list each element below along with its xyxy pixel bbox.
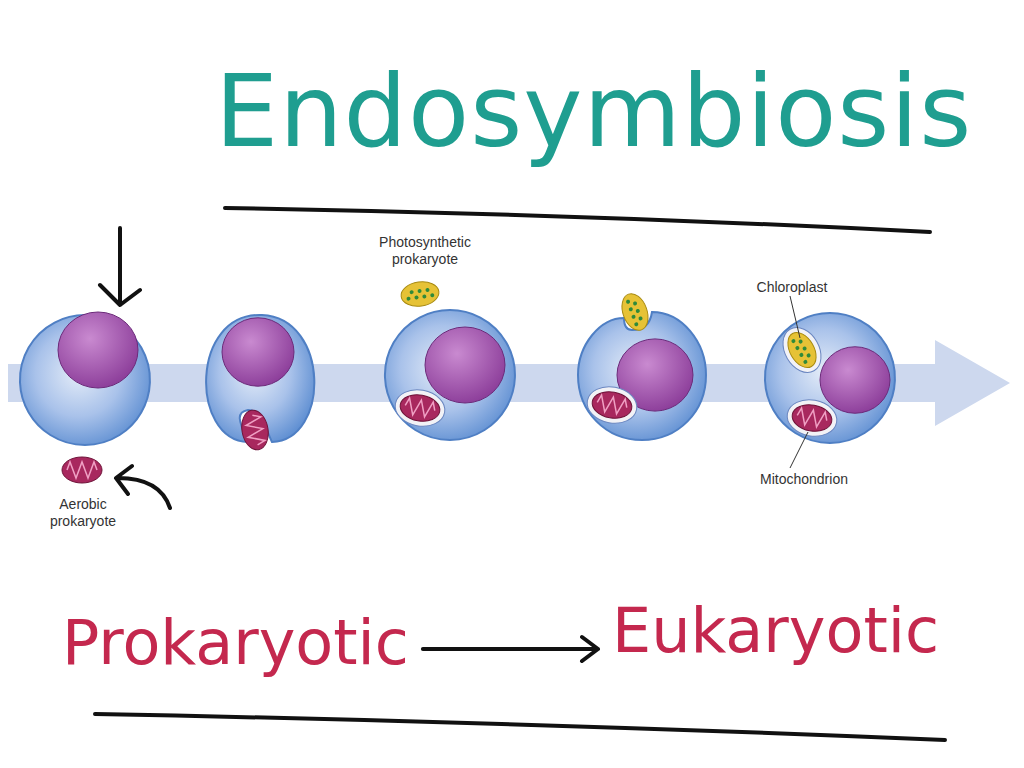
chloroplast — [400, 279, 441, 308]
nucleus — [425, 327, 505, 403]
bottom-underline — [95, 714, 945, 740]
leader-line — [790, 432, 808, 468]
part-label: Photosynthetic prokaryote — [368, 234, 482, 268]
leader-line — [790, 296, 800, 338]
host-cell — [578, 312, 706, 440]
stage-label: Eukaryotic — [612, 600, 939, 662]
transition-arrow — [423, 637, 598, 661]
chloroplast — [775, 321, 828, 380]
mitochondrion — [784, 396, 839, 440]
title-underline — [225, 208, 930, 232]
pointer-arrow — [100, 228, 140, 305]
stage-label: Prokaryotic — [62, 612, 409, 674]
nucleus — [58, 312, 138, 388]
mitochondrion — [62, 457, 102, 483]
host-cell — [385, 310, 515, 440]
part-label: Aerobic prokaryote — [36, 496, 130, 530]
cells — [20, 279, 895, 483]
mitochondrion — [392, 386, 447, 430]
chloroplast — [617, 290, 653, 334]
mitochondrion — [584, 383, 639, 427]
part-label: Chloroplast — [755, 279, 830, 296]
nucleus — [820, 347, 890, 414]
title: Endosymbiosis — [215, 62, 972, 162]
part-label: Mitochondrion — [758, 471, 850, 488]
mitochondrion — [239, 408, 272, 452]
nucleus — [222, 318, 294, 386]
host-cell — [765, 313, 895, 443]
